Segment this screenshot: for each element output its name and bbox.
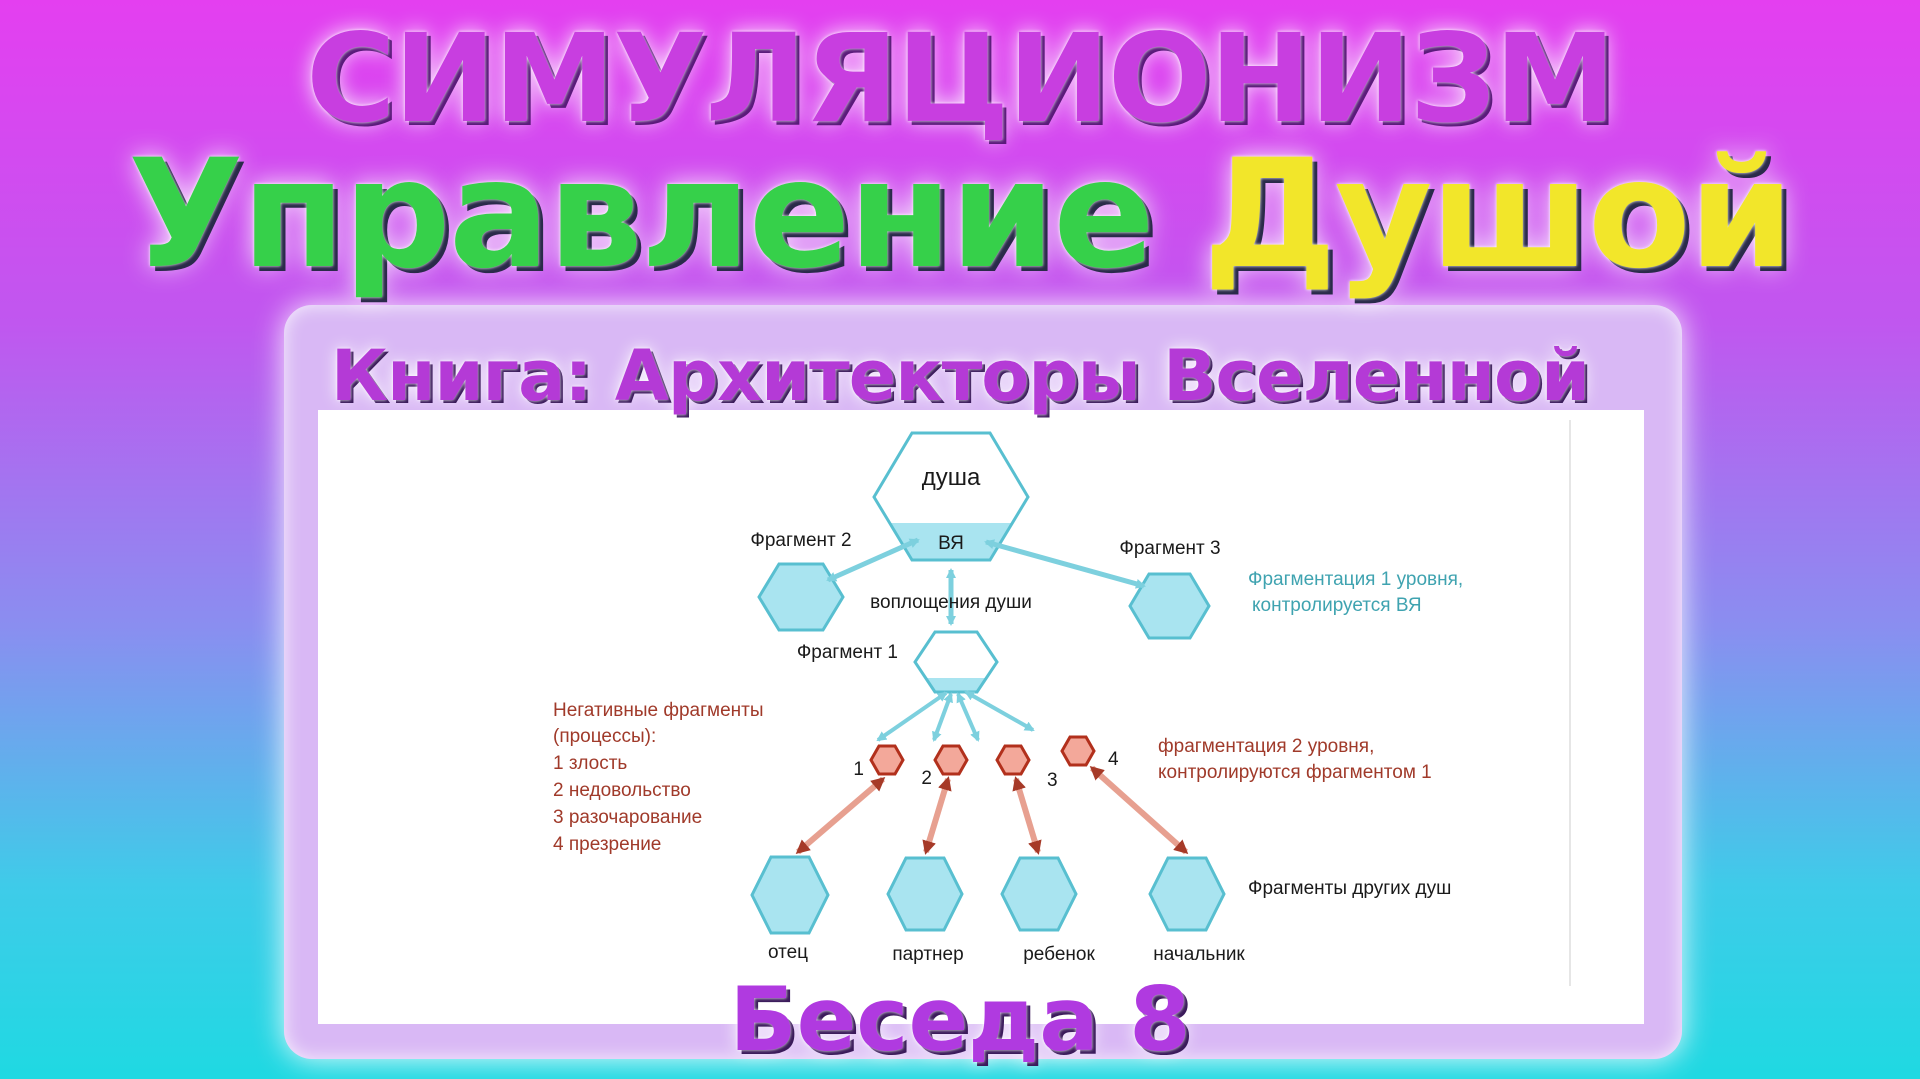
person-partner: партнер [892,944,963,965]
fragment1-label: Фрагмент 1 [797,642,898,663]
arrow-f1-neg4 [964,690,1035,732]
arrow-soul-fragment2 [826,537,920,583]
soul-diagram: душа ВЯ Фрагмент 2 Фрагмент 3 Фрагментац… [553,420,1571,986]
fragment3-label: Фрагмент 3 [1119,538,1220,559]
neg-fragment-1 [869,744,905,776]
level1-note-line2: контролируется ВЯ [1252,595,1422,616]
level2-note-line2: контролируются фрагментом 1 [1158,762,1432,783]
book-title: Книга: Архитекторы Вселенной [330,335,1590,417]
vya-label: ВЯ [938,533,964,554]
level1-note-line1: Фрагментация 1 уровня, [1248,569,1463,590]
subtitle: Управление Душой [0,128,1920,302]
others-label: Фрагменты других душ [1248,878,1451,899]
arrow-f1-neg2 [932,692,953,742]
incarnations-label: воплощения души [870,592,1032,613]
negative-title-line2: (процессы): [553,726,656,747]
arrow-neg3-child [1012,776,1042,855]
fragment2-label: Фрагмент 2 [750,530,851,551]
fragment2-hexagon [757,562,845,632]
arrow-neg4-boss [1089,765,1189,855]
hex-boss [1148,856,1226,932]
fragment1-hexagon [913,630,999,694]
neg-num-2: 2 [921,768,932,789]
diagram-panel: душа ВЯ Фрагмент 2 Фрагмент 3 Фрагментац… [318,410,1644,1024]
subtitle-part2: Душой [1203,128,1794,302]
neg-fragment-2 [933,744,969,776]
neg-num-4: 4 [1108,749,1119,770]
level2-note-line1: фрагментация 2 уровня, [1158,736,1374,757]
arrow-neg1-father [795,776,886,855]
hex-partner [886,856,964,932]
negative-title-line1: Негативные фрагменты [553,700,764,721]
neg-fragment-4 [1060,735,1096,767]
person-boss: начальник [1153,944,1245,965]
episode-title: Беседа 8 [729,968,1191,1071]
subtitle-part1: Управление [128,128,1155,302]
hex-father-shape [750,855,830,935]
person-father: отец [768,942,808,963]
negative-item-2: 2 недовольство [553,780,691,801]
neg-fragment-3 [995,744,1031,776]
neg-num-3: 3 [1047,770,1058,791]
arrow-soul-fragment3 [984,539,1146,589]
person-child: ребенок [1023,944,1095,965]
arrow-neg2-partner [922,776,952,855]
fragment3-hexagon [1128,572,1211,640]
soul-label: душа [922,464,981,491]
neg-num-1: 1 [853,759,864,780]
negative-item-1: 1 злость [553,753,627,774]
hex-child [1000,856,1078,932]
negative-item-3: 3 разочарование [553,807,702,828]
negative-item-4: 4 презрение [553,834,661,855]
main-title: СИМУЛЯЦИОНИЗМ [306,8,1616,150]
arrow-f1-neg3 [956,692,980,742]
